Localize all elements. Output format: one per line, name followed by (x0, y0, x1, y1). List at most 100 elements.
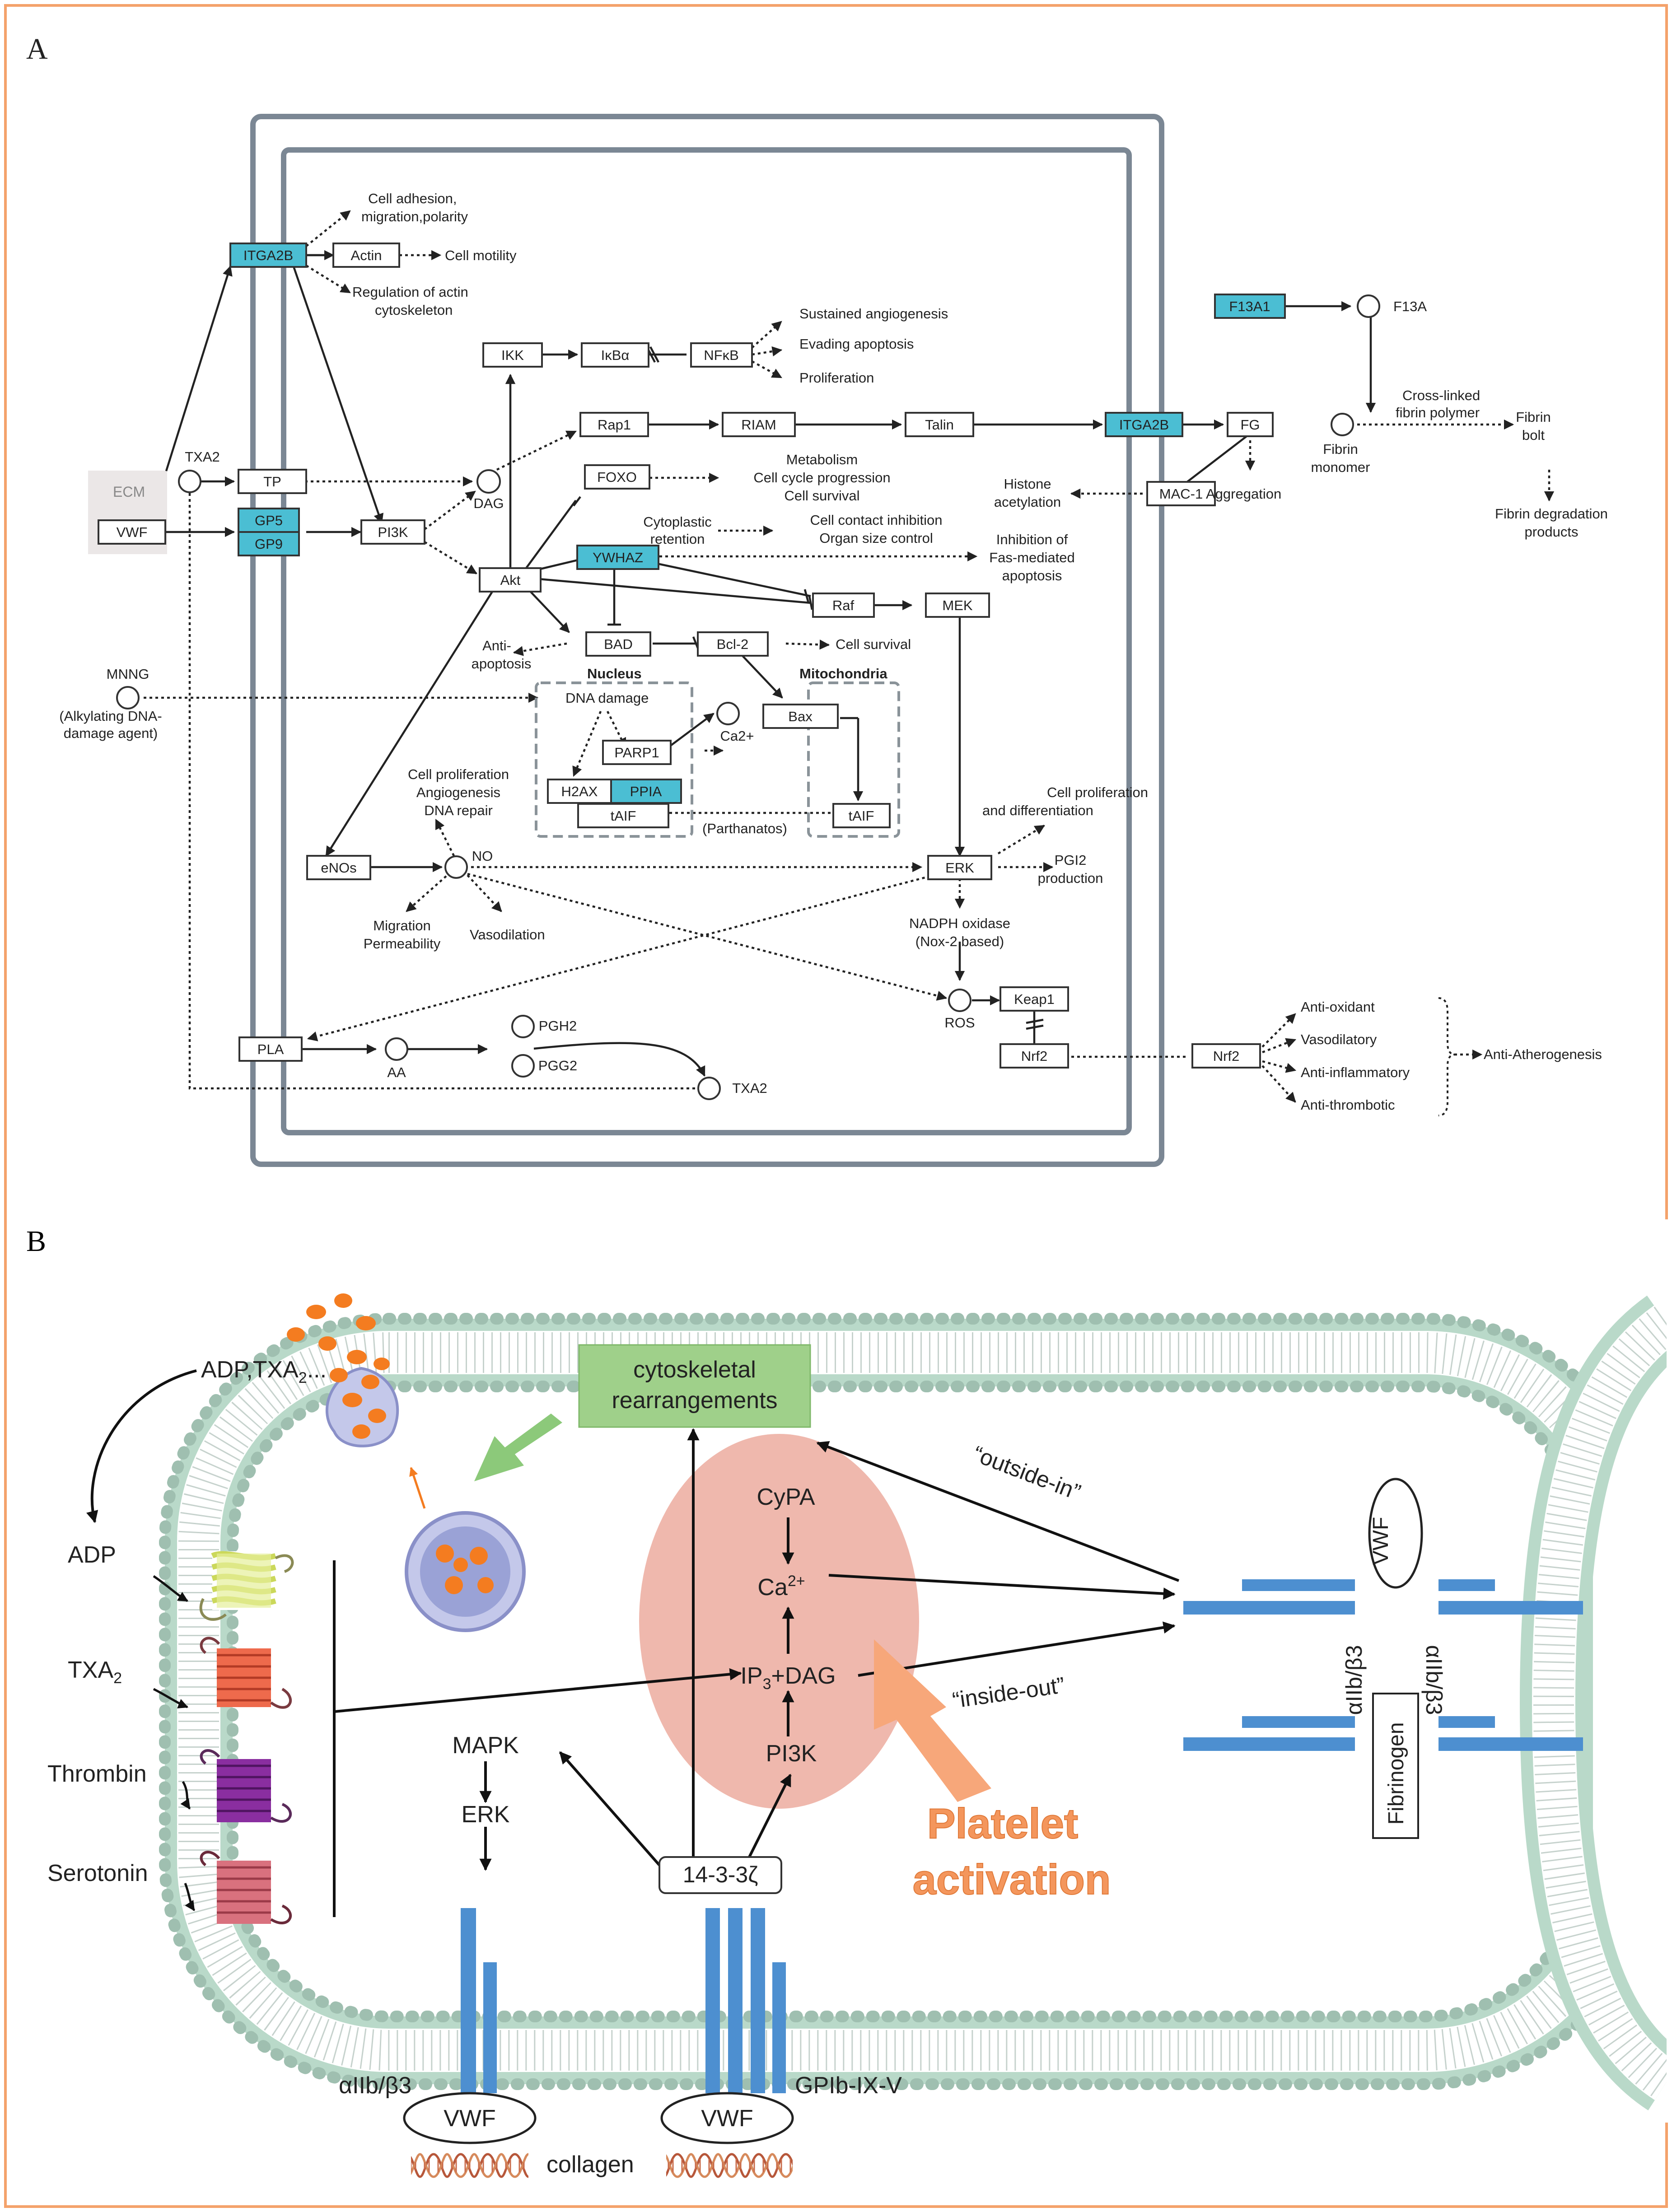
gpib-bar-2 (728, 1908, 743, 2093)
gene-gp9 (238, 531, 300, 556)
pi3k-label: PI3K (378, 524, 408, 540)
compound-aa (385, 1037, 408, 1061)
nrf2-out-label: Nrf2 (1213, 1048, 1240, 1064)
gpcr-thrombin (200, 1749, 292, 1823)
gene-nfkb (690, 342, 753, 368)
label-dna-damage: DNA damage (565, 690, 649, 706)
label-mitochondria: Mitochondria (799, 666, 887, 681)
frame-cover-right (1667, 1219, 1672, 2123)
label-anti-thrombotic: Anti-thrombotic (1301, 1097, 1395, 1113)
erk-label: ERK (945, 860, 974, 876)
mapk-label: MAPK (452, 1732, 519, 1759)
bax-label: Bax (788, 709, 813, 724)
vwf-left-ellipse (403, 2092, 537, 2144)
txa2-top-label: TXA2 (185, 449, 220, 465)
panel-a: A ECM (26, 33, 1608, 1167)
bad-label: BAD (604, 636, 633, 652)
nrf2-in-label: Nrf2 (1021, 1048, 1048, 1064)
compound-no (444, 855, 468, 879)
aiib-bottom-bar-1 (461, 1908, 476, 2093)
mnng-label: MNNG (107, 666, 149, 682)
gp5-label: GP5 (255, 513, 283, 528)
gene-taif-nucleus (577, 803, 669, 828)
activation-arrow-shape (874, 1639, 991, 1802)
fusing-vesicle (325, 1367, 399, 1447)
gene-bad (585, 631, 651, 657)
actin-label: Actin (351, 247, 382, 263)
erk-label-b: ERK (462, 1801, 510, 1828)
fibrinogen-label: Fibrinogen (1384, 1722, 1408, 1825)
txa2-label: TXA2 (68, 1657, 122, 1687)
fibrinogen-box (1372, 1693, 1419, 1839)
label-nadph: NADPH oxidase(Nox-2 based) (909, 915, 1010, 949)
pgg2-label: PGG2 (538, 1058, 577, 1073)
gene-rap1 (579, 412, 649, 437)
taif-nucleus-label: tAIF (611, 808, 636, 824)
gpib-bar-4 (772, 1962, 786, 2093)
ppia-label: PPIA (630, 784, 662, 799)
cypa-label: CyPA (757, 1484, 815, 1510)
gene-tp (238, 469, 307, 494)
compound-ros (948, 989, 971, 1012)
gene-pla (238, 1036, 303, 1062)
gene-bax (762, 704, 839, 729)
no-label: NO (472, 848, 493, 864)
gene-actin (332, 243, 400, 268)
ywhaz-label: YWHAZ (593, 550, 643, 565)
compound-f13a (1357, 294, 1380, 318)
compound-txa2-top (178, 470, 201, 493)
gene-akt (479, 567, 542, 593)
gene-foxo (584, 464, 650, 490)
cytoskeletal-box (578, 1344, 811, 1428)
gene-enos (306, 855, 371, 880)
collagen-label: collagen (546, 2151, 634, 2178)
collagen-fiber-right (666, 2147, 793, 2179)
ip3dag-label: IP3+DAG (740, 1663, 836, 1693)
label-cell-survival: Cell survival (836, 636, 911, 652)
compound-ca2 (716, 702, 740, 725)
green-release-arrow (474, 1414, 562, 1481)
fg-label: FG (1240, 417, 1260, 433)
vwf-right-label: VWF (1369, 1517, 1393, 1565)
aiib-bottom-bar-2 (483, 1962, 497, 2093)
integrin-right-upper-1 (1242, 1579, 1355, 1591)
nucleus-box (535, 681, 693, 838)
gene-mac1 (1146, 481, 1216, 506)
gene-f13a1 (1214, 294, 1286, 319)
gene-bcl2 (697, 631, 769, 657)
figure-frame (4, 4, 1668, 2208)
feedback-arrow (86, 1369, 197, 1523)
secreted-granules (287, 1293, 390, 1439)
dense-granule-contents (436, 1545, 494, 1594)
protein-1433-label: 14-3-3ζ (683, 1862, 758, 1887)
collagen-fiber-left (411, 2147, 528, 2179)
gpcr-serotonin (200, 1851, 292, 1924)
gpib-bar-1 (705, 1908, 720, 2093)
cell-outer-boundary (250, 114, 1164, 1167)
gene-erk (927, 855, 992, 880)
label-vasodilation: Vasodilation (470, 927, 545, 943)
integrin-right-lower-1 (1242, 1716, 1355, 1728)
cell-inner-boundary (281, 147, 1132, 1135)
rap1-label: Rap1 (598, 417, 631, 433)
integrin-mirror-lower-2 (1438, 1737, 1583, 1751)
label-cell-adhesion: Cell adhesion,migration,polarity (361, 191, 468, 224)
label-parthanatos: (Parthanatos) (702, 821, 787, 836)
label-anti-apoptosis: Anti-apoptosis (472, 638, 532, 672)
gpcr-txa2 (200, 1637, 292, 1709)
h2ax-label: H2AX (561, 784, 598, 799)
pla-label: PLA (257, 1041, 284, 1057)
vwf-left-label: VWF (444, 2105, 496, 2132)
inside-out-label: “inside-out” (951, 1672, 1066, 1713)
tp-label: TP (263, 474, 281, 490)
ca2-label: Ca2+ (720, 728, 754, 744)
raf-label: Raf (832, 597, 855, 613)
label-alkylating: (Alkylating DNA-damage agent) (59, 708, 162, 741)
